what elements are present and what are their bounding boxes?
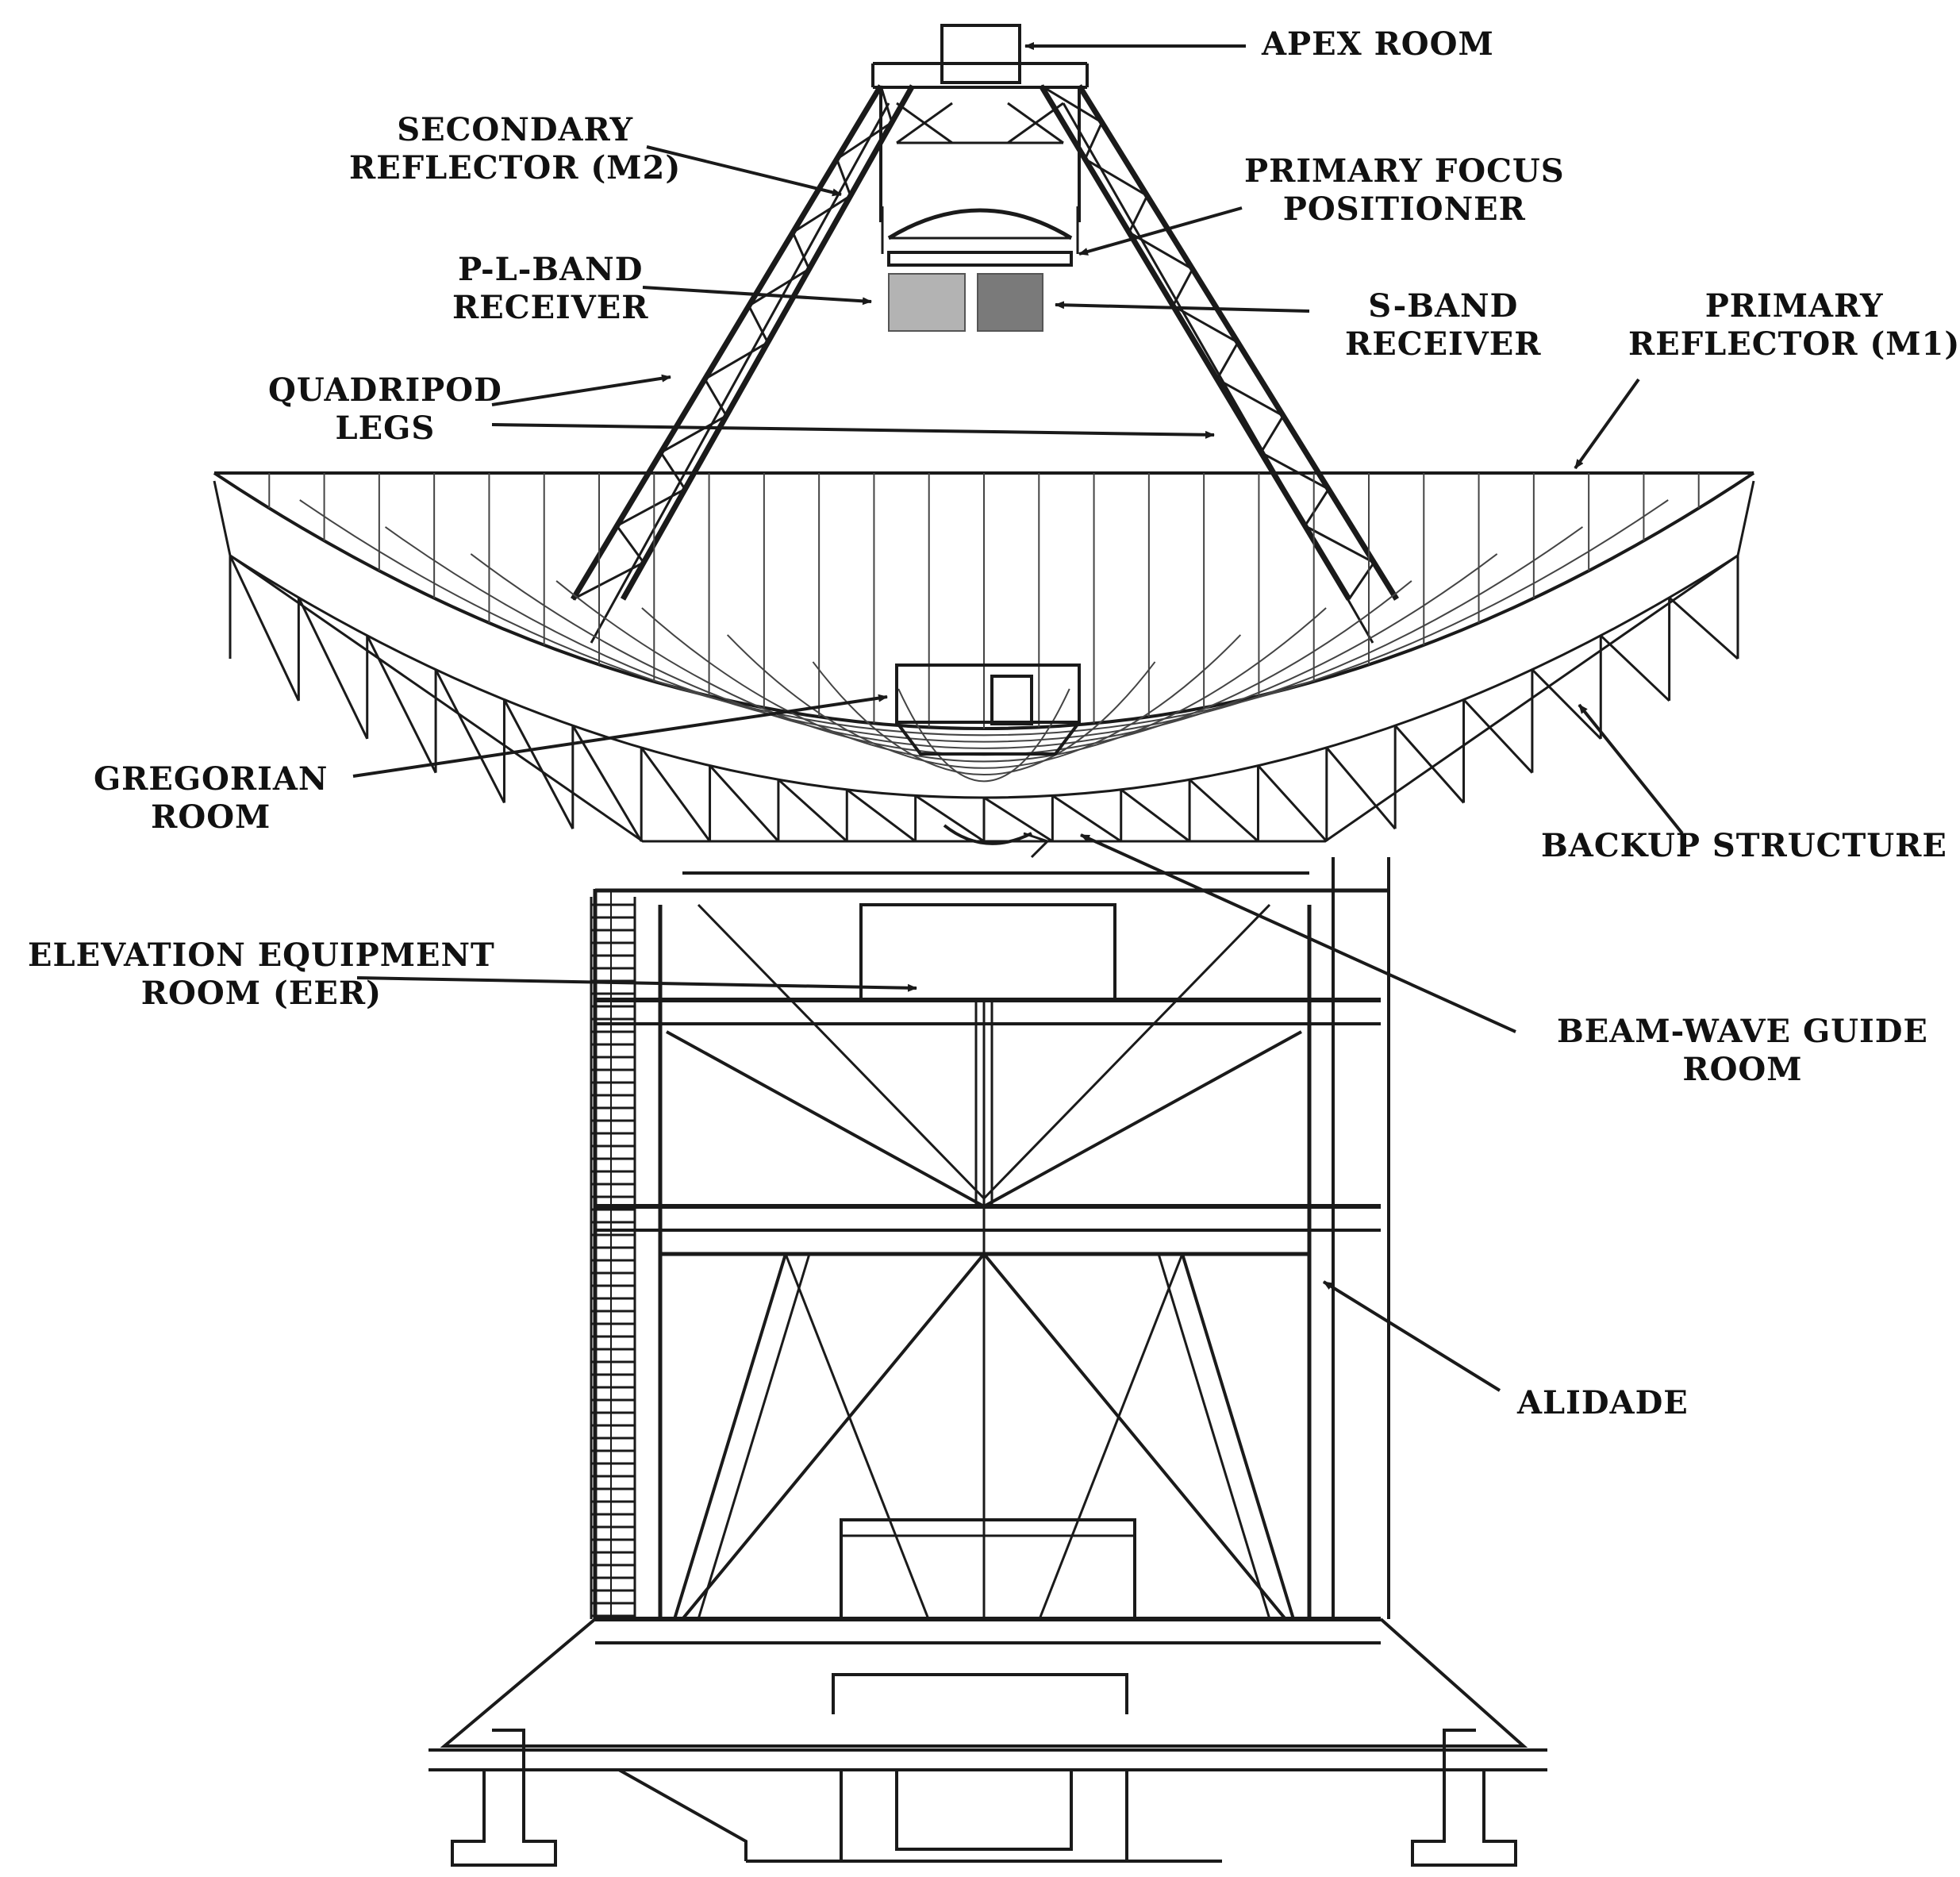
label-secondary-reflector: SECONDARY REFLECTOR (M2) (349, 111, 681, 187)
quadripod-legs (570, 84, 1399, 644)
secondary-reflector (881, 206, 1079, 254)
label-s-band-receiver-line1: S-BAND (1368, 287, 1519, 325)
label-s-band-receiver-line2: RECEIVER (1345, 325, 1542, 363)
primary-reflector (213, 471, 1755, 783)
pl-band-receiver-box (888, 273, 966, 332)
arrow-quadripod-leg-left (491, 374, 671, 406)
label-alidade: ALIDADE (1517, 1384, 1689, 1422)
label-secondary-reflector-line1: SECONDARY (397, 111, 634, 148)
arrow-eer (356, 976, 917, 992)
label-gregorian-room-line1: GREGORIAN (94, 760, 329, 798)
arrow-primary-focus-positioner (1078, 206, 1243, 256)
primary-focus-positioner (887, 251, 1073, 267)
label-primary-focus-positioner: PRIMARY FOCUS POSITIONER (1244, 152, 1565, 229)
label-pl-band-receiver-line2: RECEIVER (452, 289, 649, 326)
label-backup-structure: BACKUP STRUCTURE (1541, 827, 1947, 865)
label-apex-room: APEX ROOM (1262, 25, 1494, 63)
backup-structure (213, 480, 1755, 843)
label-eer-line1: ELEVATION EQUIPMENT (28, 937, 495, 974)
label-backup-structure-text: BACKUP STRUCTURE (1541, 827, 1947, 864)
label-pl-band-receiver-line1: P-L-BAND (458, 251, 644, 288)
label-primary-reflector: PRIMARY REFLECTOR (M1) (1628, 287, 1960, 363)
label-alidade-text: ALIDADE (1517, 1384, 1689, 1421)
arrow-backup-structure (1578, 703, 1684, 835)
label-primary-focus-positioner-line1: PRIMARY FOCUS (1244, 152, 1565, 190)
label-pl-band-receiver: P-L-BAND RECEIVER (452, 251, 649, 327)
label-eer-line2: ROOM (EER) (140, 975, 382, 1012)
arrow-s-band-receiver (1055, 301, 1310, 313)
label-bwg-line2: ROOM (1682, 1051, 1803, 1088)
label-secondary-reflector-line2: REFLECTOR (M2) (349, 149, 682, 187)
label-primary-focus-positioner-line2: POSITIONER (1282, 190, 1526, 228)
label-quadripod-legs: QUADRIPOD LEGS (268, 371, 502, 448)
label-primary-reflector-line1: PRIMARY (1704, 287, 1884, 325)
arrow-primary-reflector (1574, 378, 1640, 470)
label-gregorian-room: GREGORIAN ROOM (94, 760, 328, 837)
foundation (429, 1617, 1547, 1867)
arrow-pl-band-receiver (642, 286, 872, 306)
gregorian-room (895, 663, 1081, 859)
arrow-quadripod-leg-right (491, 423, 1215, 439)
arrow-gregorian-room (352, 694, 888, 778)
arrow-alidade (1322, 1280, 1501, 1392)
arrow-beam-wave-guide (1080, 833, 1516, 1033)
arrow-secondary-reflector (646, 145, 842, 197)
label-quadripod-legs-line1: QUADRIPOD (268, 371, 502, 409)
label-s-band-receiver: S-BAND RECEIVER (1345, 287, 1542, 363)
label-elevation-equipment-room: ELEVATION EQUIPMENT ROOM (EER) (28, 937, 495, 1013)
leader-arrows (352, 42, 1684, 1392)
label-beam-wave-guide-room: BEAM-WAVE GUIDE ROOM (1557, 1013, 1928, 1089)
s-band-receiver-box (977, 273, 1043, 332)
label-quadripod-legs-line2: LEGS (335, 410, 436, 447)
apex-room (871, 24, 1089, 89)
label-gregorian-room-line2: ROOM (151, 798, 271, 836)
alidade (590, 857, 1390, 1644)
label-bwg-line1: BEAM-WAVE GUIDE (1557, 1013, 1928, 1050)
label-primary-reflector-line2: REFLECTOR (M1) (1628, 325, 1960, 363)
label-apex-room-text: APEX ROOM (1262, 25, 1494, 63)
